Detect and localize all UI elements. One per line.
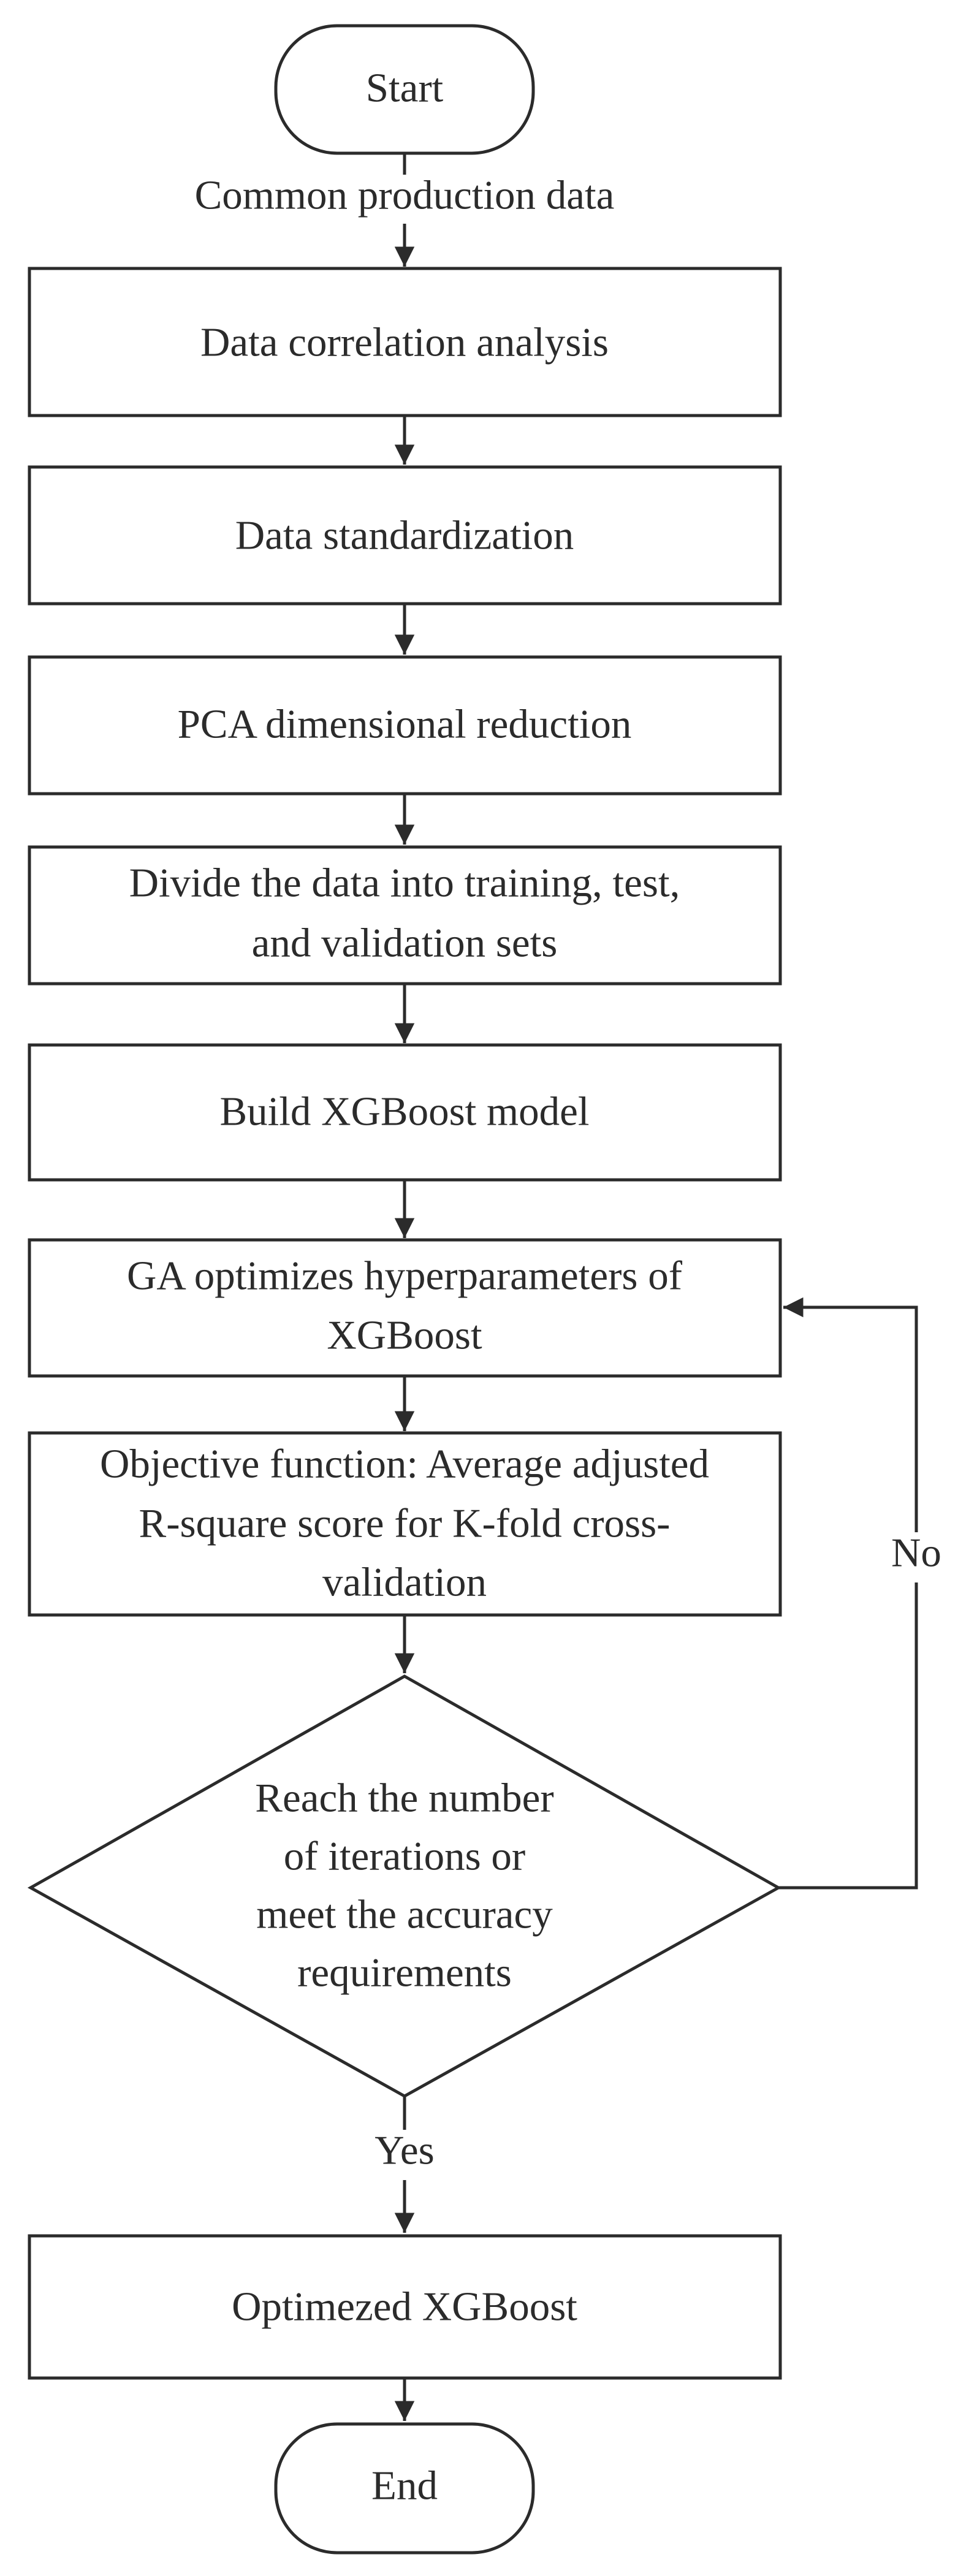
node-objective-line-1: Objective function: Average adjusted: [100, 1441, 709, 1486]
node-decision-line-1: Reach the number: [255, 1775, 553, 1820]
node-objective: Objective function: Average adjusted R-s…: [28, 1431, 782, 1617]
node-end: End: [274, 2422, 535, 2555]
node-ga-line-1: GA optimizes hyperparameters of: [127, 1253, 683, 1298]
node-optimized-label: Optimezed XGBoost: [232, 2284, 577, 2329]
node-start-label: Start: [366, 65, 444, 110]
edge-label-no: No: [880, 1530, 953, 1582]
edge-label-yes-text: Yes: [374, 2127, 435, 2173]
node-divide-line-1: Divide the data into training, test,: [129, 860, 680, 905]
edge-label-no-text: No: [891, 1530, 941, 1575]
node-optimized: Optimezed XGBoost: [28, 2234, 782, 2380]
node-divide: Divide the data into training, test, and…: [28, 845, 782, 986]
node-build-label: Build XGBoost model: [219, 1089, 589, 1134]
node-build: Build XGBoost model: [28, 1043, 782, 1182]
node-correlation-label: Data correlation analysis: [200, 319, 609, 365]
node-divide-line-2: and validation sets: [252, 920, 558, 965]
node-decision: Reach the number of iterations or meet t…: [27, 1674, 782, 2098]
edge-label-common-production-data: Common production data: [162, 172, 647, 224]
node-decision-line-3: meet the accuracy: [256, 1891, 553, 1937]
node-standardization-label: Data standardization: [235, 512, 574, 558]
node-end-label: End: [371, 2463, 438, 2508]
node-start: Start: [274, 24, 535, 155]
node-decision-line-2: of iterations or: [284, 1833, 525, 1879]
node-standardization: Data standardization: [28, 465, 782, 606]
edge-decision-no-loop: [778, 1297, 918, 1890]
node-correlation: Data correlation analysis: [28, 267, 782, 417]
edge-label-common-production-data-text: Common production data: [195, 172, 615, 218]
edge-label-yes: Yes: [362, 2127, 447, 2180]
node-pca: PCA dimensional reduction: [28, 655, 782, 796]
node-pca-label: PCA dimensional reduction: [178, 701, 632, 747]
node-objective-line-2: R-square score for K-fold cross-: [139, 1500, 671, 1546]
node-ga-line-2: XGBoost: [327, 1312, 482, 1358]
node-decision-line-4: requirements: [297, 1950, 512, 1995]
edges: [394, 153, 918, 2421]
node-ga: GA optimizes hyperparameters of XGBoost: [28, 1238, 782, 1378]
node-objective-line-3: validation: [322, 1559, 487, 1605]
